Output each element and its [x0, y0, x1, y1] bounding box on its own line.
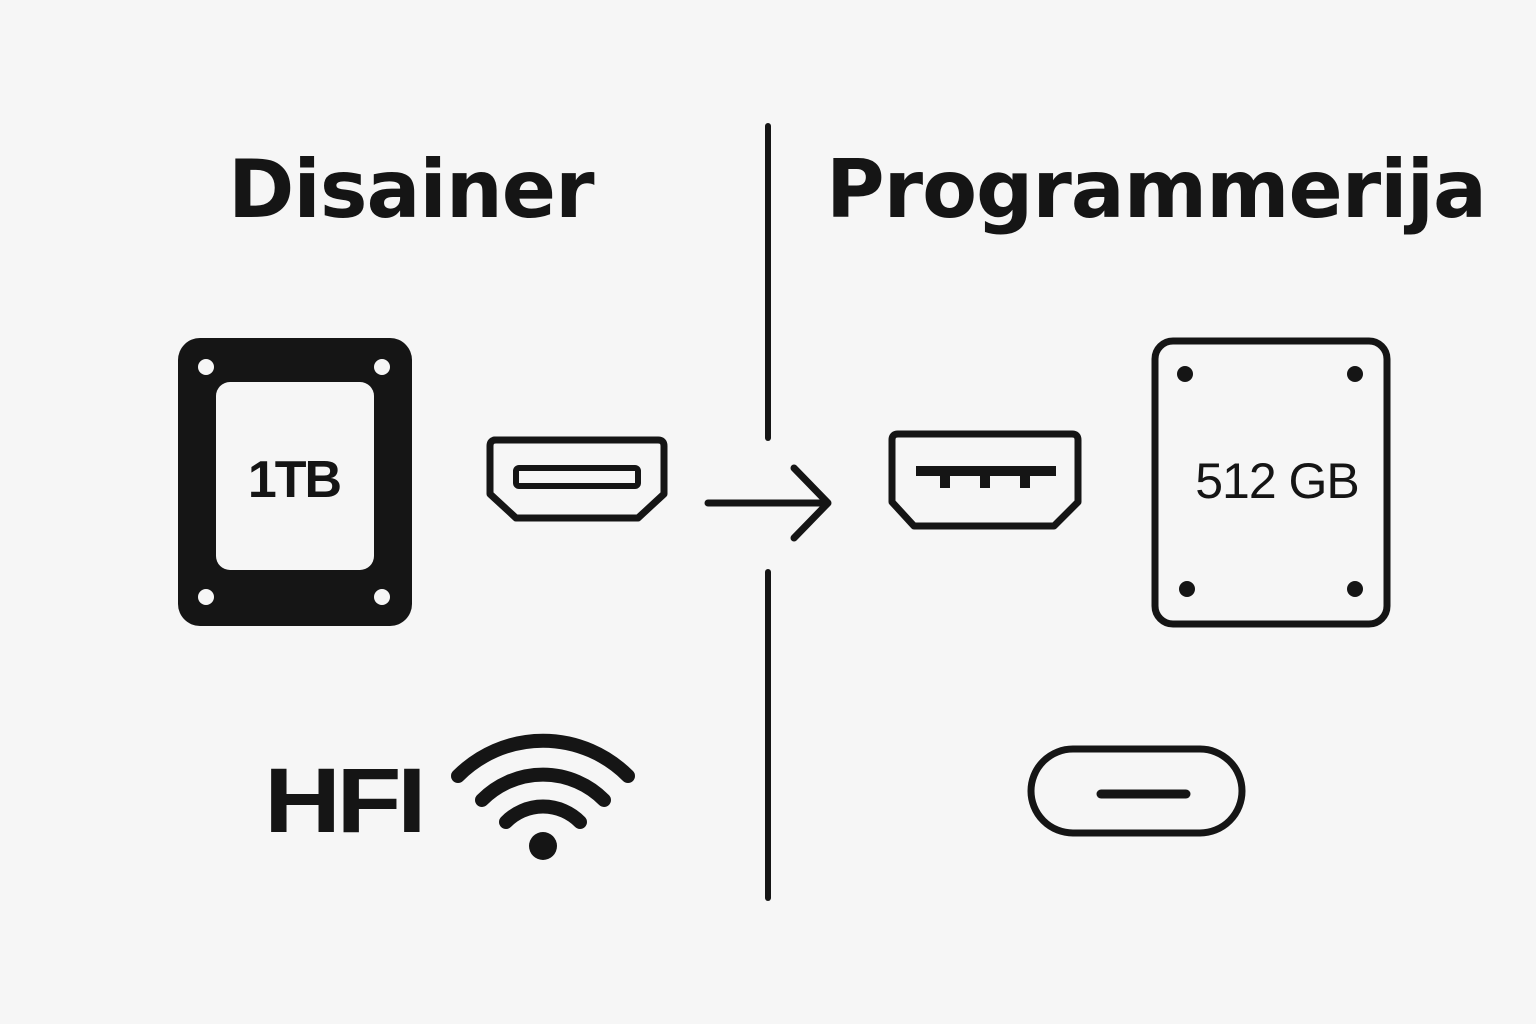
hfi-label: HFI: [264, 750, 422, 852]
hdmi-port-icon: [486, 436, 668, 522]
ssd-icon: 512 GB: [1151, 337, 1391, 628]
right-heading: Programmerija: [826, 143, 1487, 236]
arrow-right-icon: [704, 464, 832, 542]
usb-c-port-icon: [1027, 745, 1246, 837]
left-drive-capacity: 1TB: [248, 451, 341, 509]
usb-a-port-icon: [888, 430, 1082, 530]
left-heading: Disainer: [228, 143, 595, 236]
wifi-icon: [451, 733, 635, 860]
hard-drive-icon: 1TB: [178, 338, 412, 626]
right-drive-capacity: 512 GB: [1195, 453, 1359, 509]
